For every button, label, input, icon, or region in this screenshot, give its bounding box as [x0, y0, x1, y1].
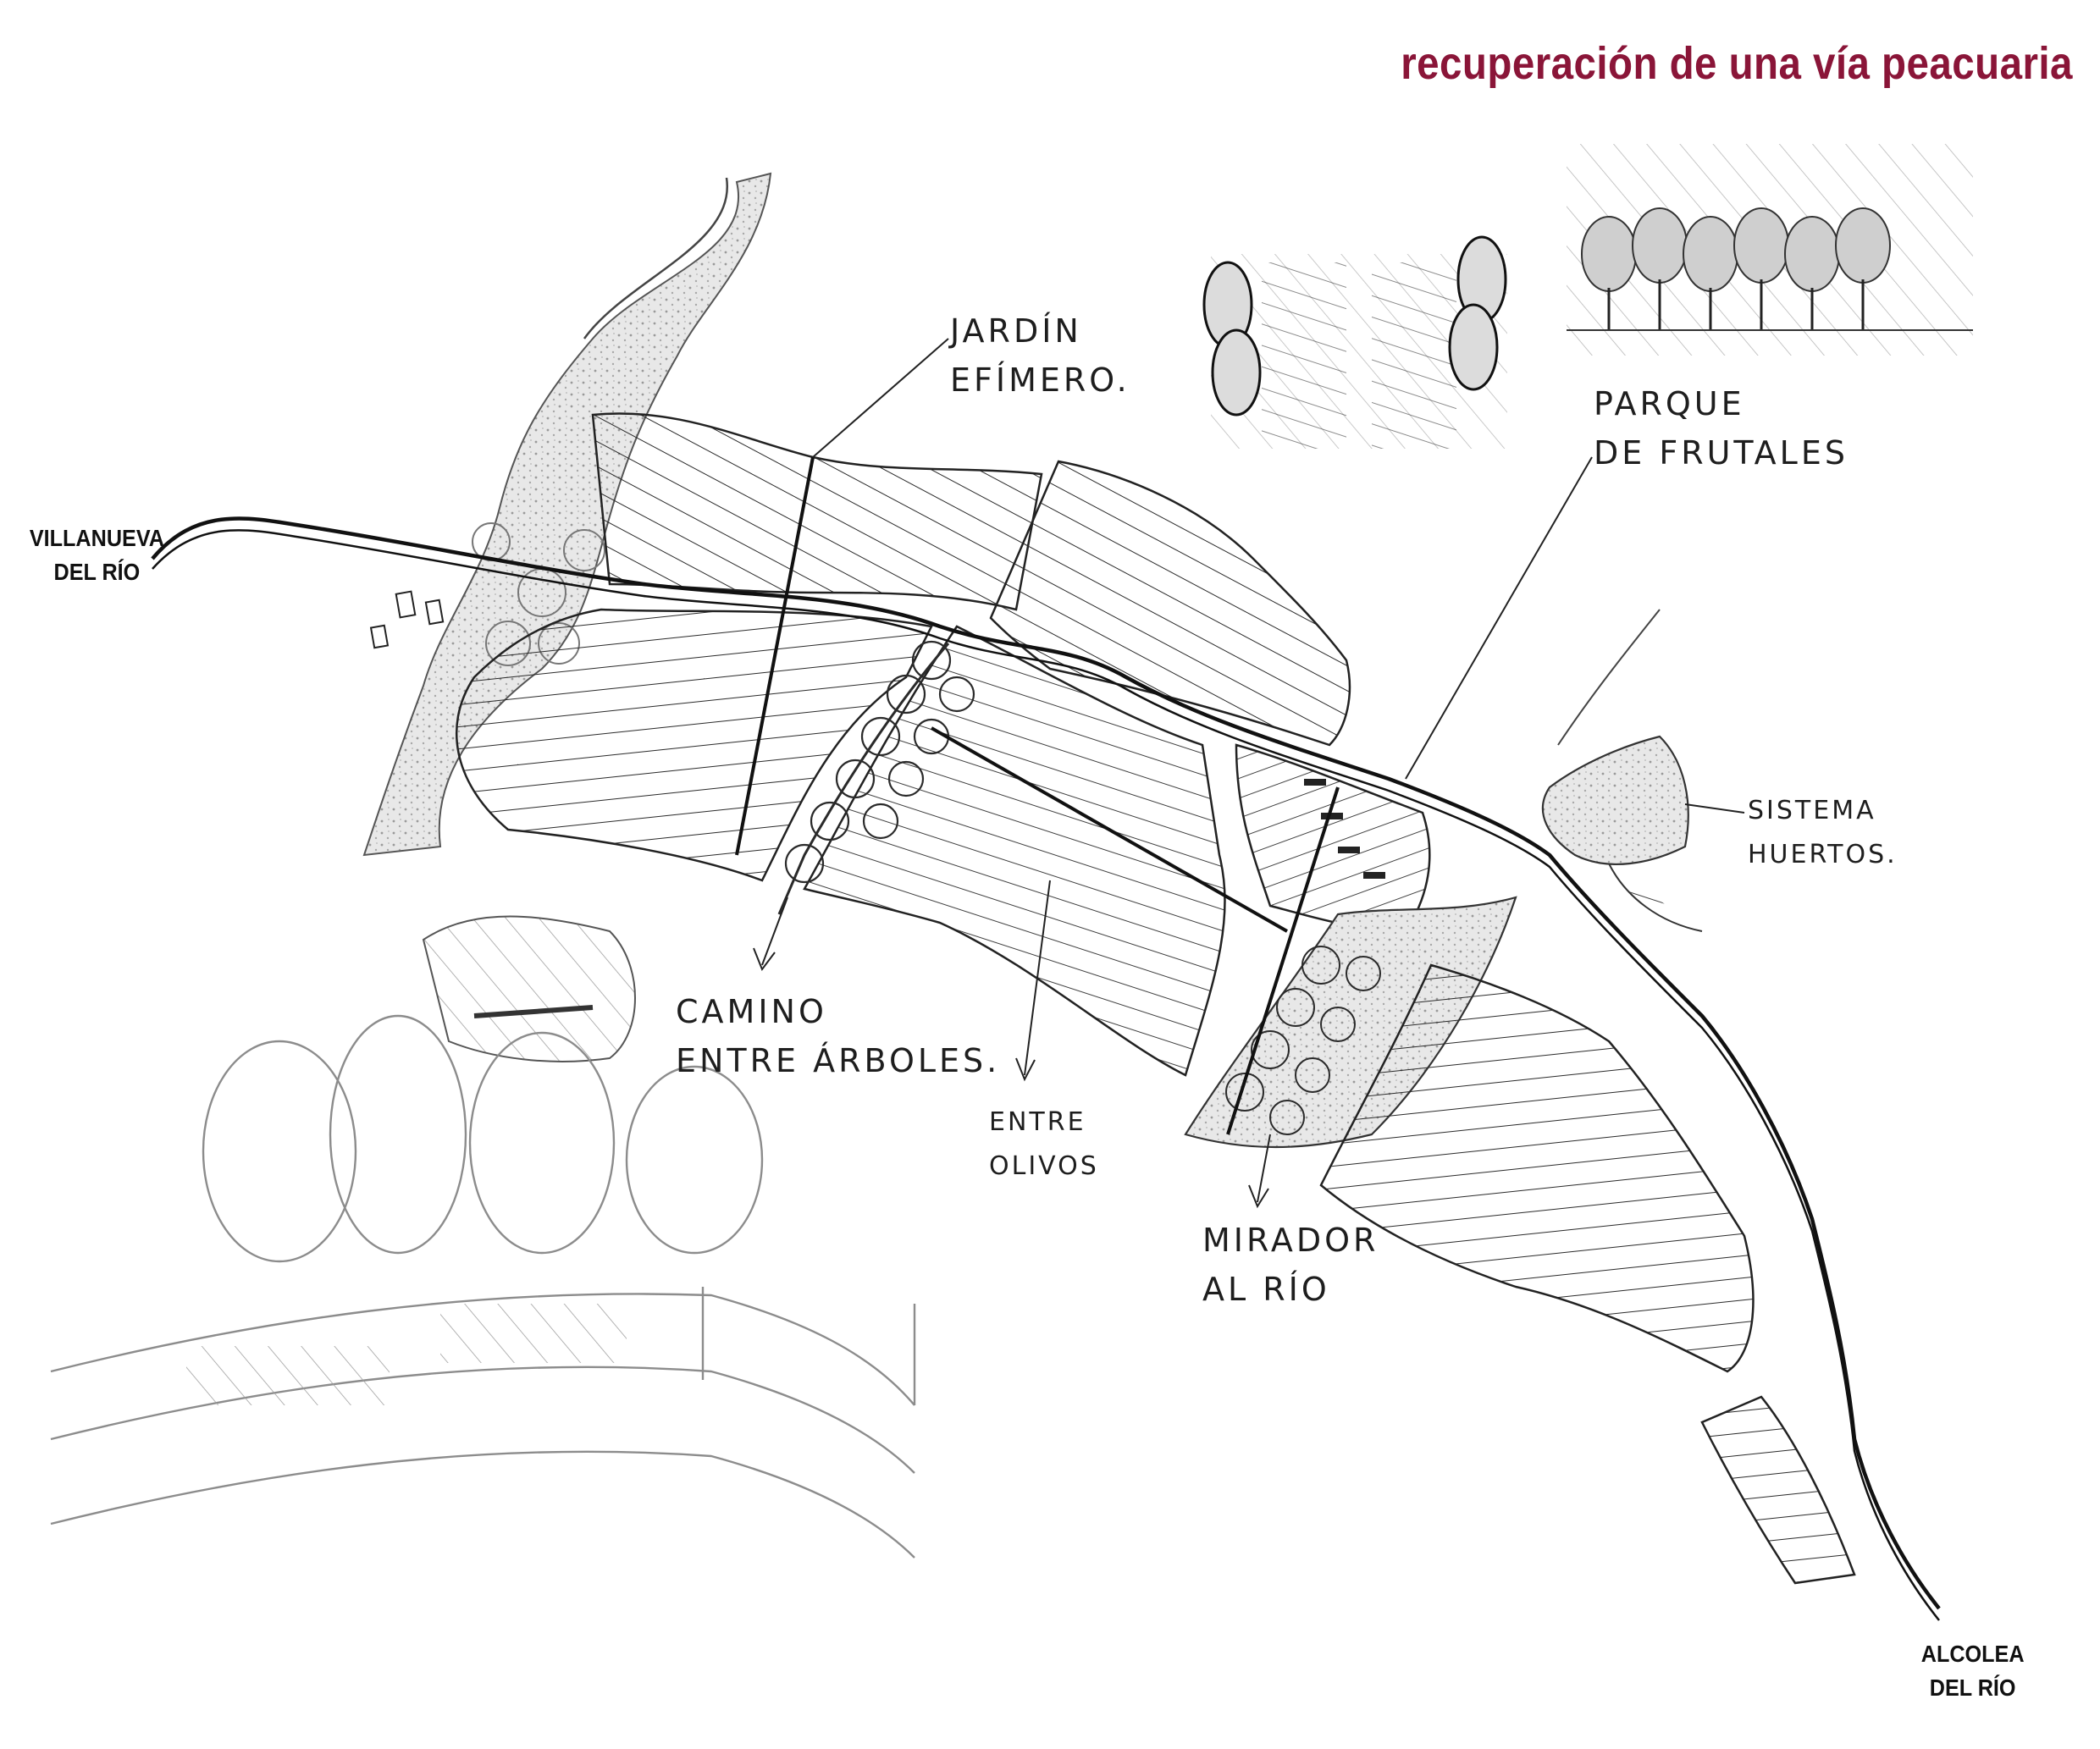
river-path-icon — [151, 516, 1941, 1610]
tree-canopy-icon — [1448, 303, 1499, 391]
field-south-east — [1319, 963, 1755, 1373]
tree-canopy-icon — [886, 674, 926, 714]
leader-line-olivos — [1015, 880, 1051, 1082]
tree-canopy-icon — [911, 640, 952, 681]
fruit-orchard-vignette — [1567, 144, 1973, 356]
leader-line-sistema — [1684, 803, 1745, 814]
annotation-line1: CAMINO — [676, 993, 827, 1030]
annotation-line2: HUERTOS. — [1748, 840, 1898, 869]
annotation-line2: AL RÍO — [1202, 1271, 1330, 1308]
tree-canopy-icon — [810, 801, 850, 841]
houses-villanueva — [369, 590, 445, 649]
leader-line-camino — [753, 897, 788, 972]
annotation-line1: JARDÍN — [950, 312, 1082, 350]
annotation-line2: ENTRE ÁRBOLES. — [676, 1042, 1001, 1079]
drove-road — [151, 516, 1941, 1621]
annotation-parque-frutales: PARQUE DE FRUTALES — [1594, 379, 1849, 477]
leader-lines — [753, 338, 1745, 1209]
leader-line-parque — [1405, 456, 1593, 780]
tree-canopy-icon — [1276, 988, 1315, 1027]
olive-grove-field — [803, 625, 1226, 1077]
tree-canopy-icon — [1733, 207, 1789, 284]
northern-stream — [362, 172, 772, 857]
annotation-line2: OLIVOS — [989, 1151, 1099, 1181]
garden-vignette — [1202, 235, 1507, 449]
vegetable-garden-system — [1541, 609, 1703, 932]
secondary-paths — [735, 456, 1340, 1135]
annotation-mirador-al-rio: MIRADOR AL RÍO — [1202, 1216, 1379, 1314]
field-north-west — [591, 412, 1043, 611]
annotation-jardin-efimero: JARDÍN EFÍMERO. — [950, 306, 1130, 405]
stream-edge — [583, 177, 728, 339]
tree-canopy-icon — [1581, 216, 1637, 292]
tree-canopy-icon — [563, 529, 605, 571]
place-label-alcolea: ALCOLEA DEL RÍO — [1921, 1637, 2025, 1705]
tree-canopy-icon — [1346, 956, 1381, 991]
annotation-line1: PARQUE — [1594, 385, 1745, 422]
annotation-line1: SISTEMA — [1748, 796, 1876, 825]
tree-canopy-icon — [1784, 216, 1840, 292]
tree-canopy-icon — [835, 759, 876, 799]
tree-canopy-icon — [1211, 328, 1262, 417]
tree-lined-path — [777, 640, 975, 915]
tree-canopy-icon — [784, 843, 825, 884]
annotation-line1: MIRADOR — [1202, 1222, 1379, 1259]
tree-canopy-icon — [938, 676, 975, 713]
tree-canopy-icon — [1683, 216, 1738, 292]
place-line1: VILLANUEVA — [29, 525, 164, 551]
page-title: recuperación de una vía peacuaria — [1401, 38, 2073, 89]
tree-canopy-icon — [860, 716, 901, 757]
stream-bank — [362, 172, 772, 857]
tree-canopy-icon — [1301, 946, 1340, 985]
leader-line-jardin — [812, 338, 949, 458]
tree-canopy-icon — [887, 760, 925, 797]
field-east-lower — [1700, 1395, 1856, 1585]
tree-canopy-icon — [1251, 1030, 1290, 1069]
tree-canopy-icon — [1320, 1007, 1356, 1042]
tree-canopy-icon — [862, 803, 899, 840]
leader-line-mirador — [1248, 1134, 1271, 1209]
place-line1: ALCOLEA — [1920, 1641, 2025, 1667]
tree-canopy-icon — [1835, 207, 1891, 284]
tree-canopy-icon — [1269, 1100, 1305, 1135]
place-line2: DEL RÍO — [53, 559, 141, 585]
annotation-line1: ENTRE — [989, 1107, 1086, 1137]
annotation-camino-entre-arboles: CAMINO ENTRE ÁRBOLES. — [676, 987, 1000, 1085]
place-label-villanueva: VILLANUEVA DEL RÍO — [30, 521, 164, 589]
annotation-line2: EFÍMERO. — [950, 361, 1130, 399]
tree-canopy-icon — [1295, 1057, 1330, 1093]
tree-canopy-icon — [1225, 1073, 1264, 1112]
tree-path-vignette — [422, 915, 636, 1062]
place-line2: DEL RÍO — [1929, 1675, 2016, 1701]
annotation-line2: DE FRUTALES — [1594, 434, 1849, 472]
tree-canopy-icon — [1632, 207, 1688, 284]
field-north-central — [989, 460, 1351, 747]
annotation-entre-olivos: ENTRE OLIVOS — [989, 1101, 1099, 1189]
bridge-perspective — [50, 1014, 916, 1559]
annotation-sistema-huertos: SISTEMA HUERTOS. — [1748, 789, 1898, 877]
